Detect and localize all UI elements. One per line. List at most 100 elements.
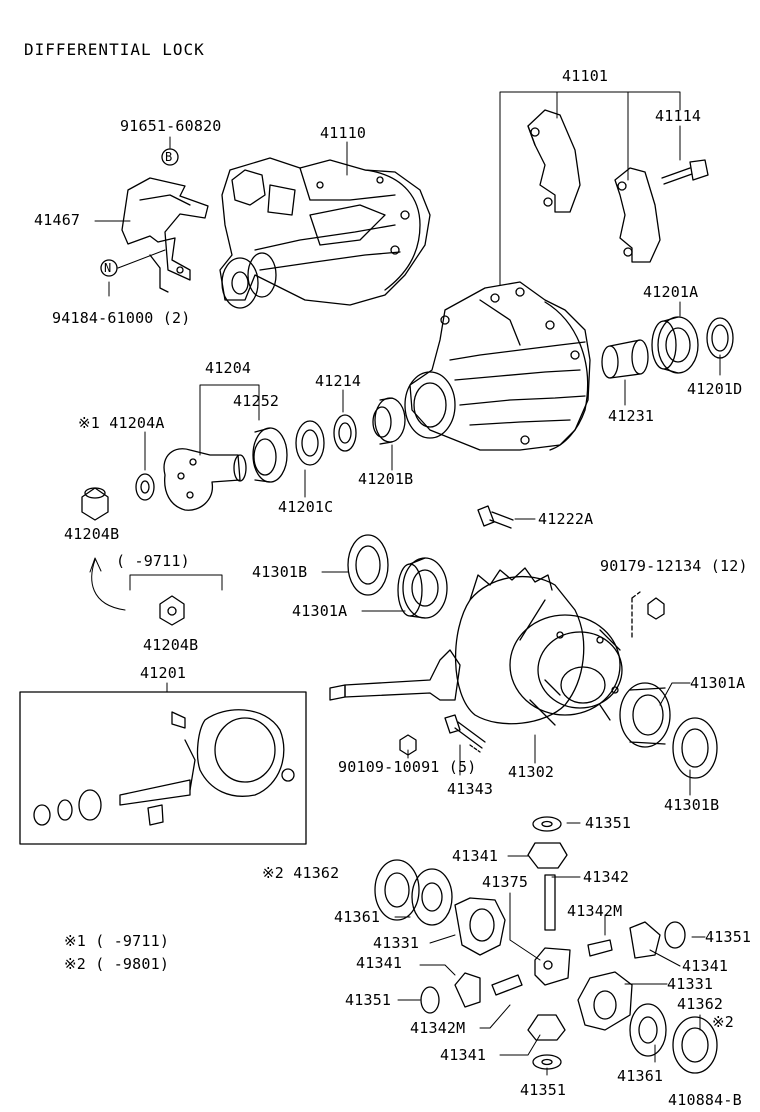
part-41342-shaft — [544, 874, 556, 931]
part-41351-washer-right — [664, 921, 686, 949]
kit-41201-box — [19, 691, 307, 845]
label-41341-a: 41341 — [452, 847, 499, 865]
label-41342M-b: 41342M — [410, 1019, 466, 1037]
label-41201D: 41201D — [687, 380, 743, 398]
part-41301B-race-right — [672, 717, 718, 779]
part-41101-bearing-caps — [527, 109, 661, 263]
label-41331-b: 41331 — [667, 975, 714, 993]
part-41351-washer-bottom — [532, 1054, 562, 1070]
part-41361-plate-right — [629, 1003, 667, 1057]
part-41201B-bearing — [372, 397, 406, 445]
part-41467-bracket — [121, 177, 209, 293]
part-41331-side-gear-left — [454, 897, 506, 956]
part-41375-block — [534, 947, 571, 986]
label-41351-b: 41351 — [705, 928, 752, 946]
part-90109-bolt — [399, 734, 417, 756]
part-41214-spacer — [333, 414, 357, 452]
label-94184-61000: 94184-61000 (2) — [52, 309, 191, 327]
part-41301A-bearing-left — [397, 557, 448, 619]
label-41351-a: 41351 — [585, 814, 632, 832]
label-41362-a: ※2 41362 — [262, 864, 340, 882]
part-41114-bolt — [661, 159, 709, 185]
part-41342M-pin-b — [491, 974, 523, 996]
label-41301B-left: 41301B — [252, 563, 308, 581]
label-41204A: ※1 41204A — [78, 414, 165, 432]
label-41361-a: 41361 — [334, 908, 381, 926]
label-41302: 41302 — [508, 763, 555, 781]
label-41110: 41110 — [320, 124, 367, 142]
part-41343-bolt — [444, 714, 486, 753]
part-41341-pinion-bottom — [527, 1014, 566, 1041]
label-41351-c: 41351 — [345, 991, 392, 1009]
note-1: ※1 ( -9711) — [64, 932, 170, 950]
part-41201D-race — [706, 317, 734, 359]
label-41201: 41201 — [140, 664, 187, 682]
label-41204B-top: 41204B — [64, 525, 120, 543]
part-41110-carrier-assembly — [219, 157, 431, 309]
part-41222A-bolt — [477, 505, 514, 529]
leader-lines — [89, 91, 721, 1076]
label-41341-b: 41341 — [356, 954, 403, 972]
label-90109-10091: 90109-10091 (5) — [338, 758, 477, 776]
label-41467: 41467 — [34, 211, 81, 229]
label-41201B-top: 41201B — [358, 470, 414, 488]
part-41231-spacer — [601, 339, 649, 379]
part-41204B-nut-bottom — [159, 595, 185, 626]
page-title: DIFFERENTIAL LOCK — [24, 40, 205, 59]
callout-n: N — [104, 261, 112, 275]
part-41201C-slinger — [295, 420, 325, 466]
callout-circles — [100, 148, 179, 277]
label-41342M-a: 41342M — [567, 902, 623, 920]
label-41231: 41231 — [608, 407, 655, 425]
label-41361-b: 41361 — [617, 1067, 664, 1085]
label-41201A: 41201A — [643, 283, 699, 301]
part-41204-companion-flange — [163, 448, 247, 511]
label-41222A: 41222A — [538, 510, 594, 528]
label-41252: 41252 — [233, 392, 280, 410]
differential-carrier-housing — [404, 281, 591, 451]
label-41201C: 41201C — [278, 498, 334, 516]
part-90179-nut — [631, 591, 665, 641]
part-41351-washer-left — [420, 986, 440, 1014]
part-41362-thrust-washer — [374, 859, 420, 921]
label-range-9711: ( -9711) — [116, 552, 190, 570]
part-41201A-bearing — [651, 316, 699, 374]
label-41301A-left: 41301A — [292, 602, 348, 620]
label-90179-12134: 90179-12134 (12) — [600, 557, 748, 575]
label-41301B-right: 41301B — [664, 796, 720, 814]
part-41361-plate — [411, 868, 453, 926]
part-41342M-pin-a — [587, 939, 613, 957]
label-41341-c: 41341 — [682, 957, 729, 975]
callout-b: B — [165, 150, 173, 164]
label-41342: 41342 — [583, 868, 630, 886]
label-41343: 41343 — [447, 780, 494, 798]
label-note2-mark: ※2 — [712, 1013, 734, 1031]
note-2: ※2 ( -9801) — [64, 955, 170, 973]
label-41114: 41114 — [655, 107, 702, 125]
part-41351-washer-top — [532, 816, 562, 832]
part-41252-oil-seal — [252, 427, 288, 483]
label-41204: 41204 — [205, 359, 252, 377]
part-41362-washer-right — [672, 1016, 718, 1074]
part-41302-ring-gear-case — [329, 567, 623, 726]
part-41341-pinion-top — [527, 842, 568, 869]
label-41362-b: 41362 — [677, 995, 724, 1013]
part-41341-pinion-left — [454, 972, 481, 1008]
part-41331-side-gear-right — [577, 971, 633, 1031]
label-41331-a: 41331 — [373, 934, 420, 952]
label-41351-d: 41351 — [520, 1081, 567, 1099]
part-41301B-race-left — [347, 534, 389, 596]
label-41204B-bottom: 41204B — [143, 636, 199, 654]
part-41204B-nut-top — [81, 487, 109, 521]
part-41341-pinion-right — [629, 921, 661, 959]
figure-code: 410884-B — [668, 1091, 742, 1109]
label-41341-d: 41341 — [440, 1046, 487, 1064]
label-91651-60820: 91651-60820 — [120, 117, 222, 135]
part-41301A-bearing-right — [619, 682, 671, 748]
part-41204A-nut — [135, 473, 155, 501]
label-41101: 41101 — [562, 67, 609, 85]
label-41375: 41375 — [482, 873, 529, 891]
label-41301A-right: 41301A — [690, 674, 746, 692]
